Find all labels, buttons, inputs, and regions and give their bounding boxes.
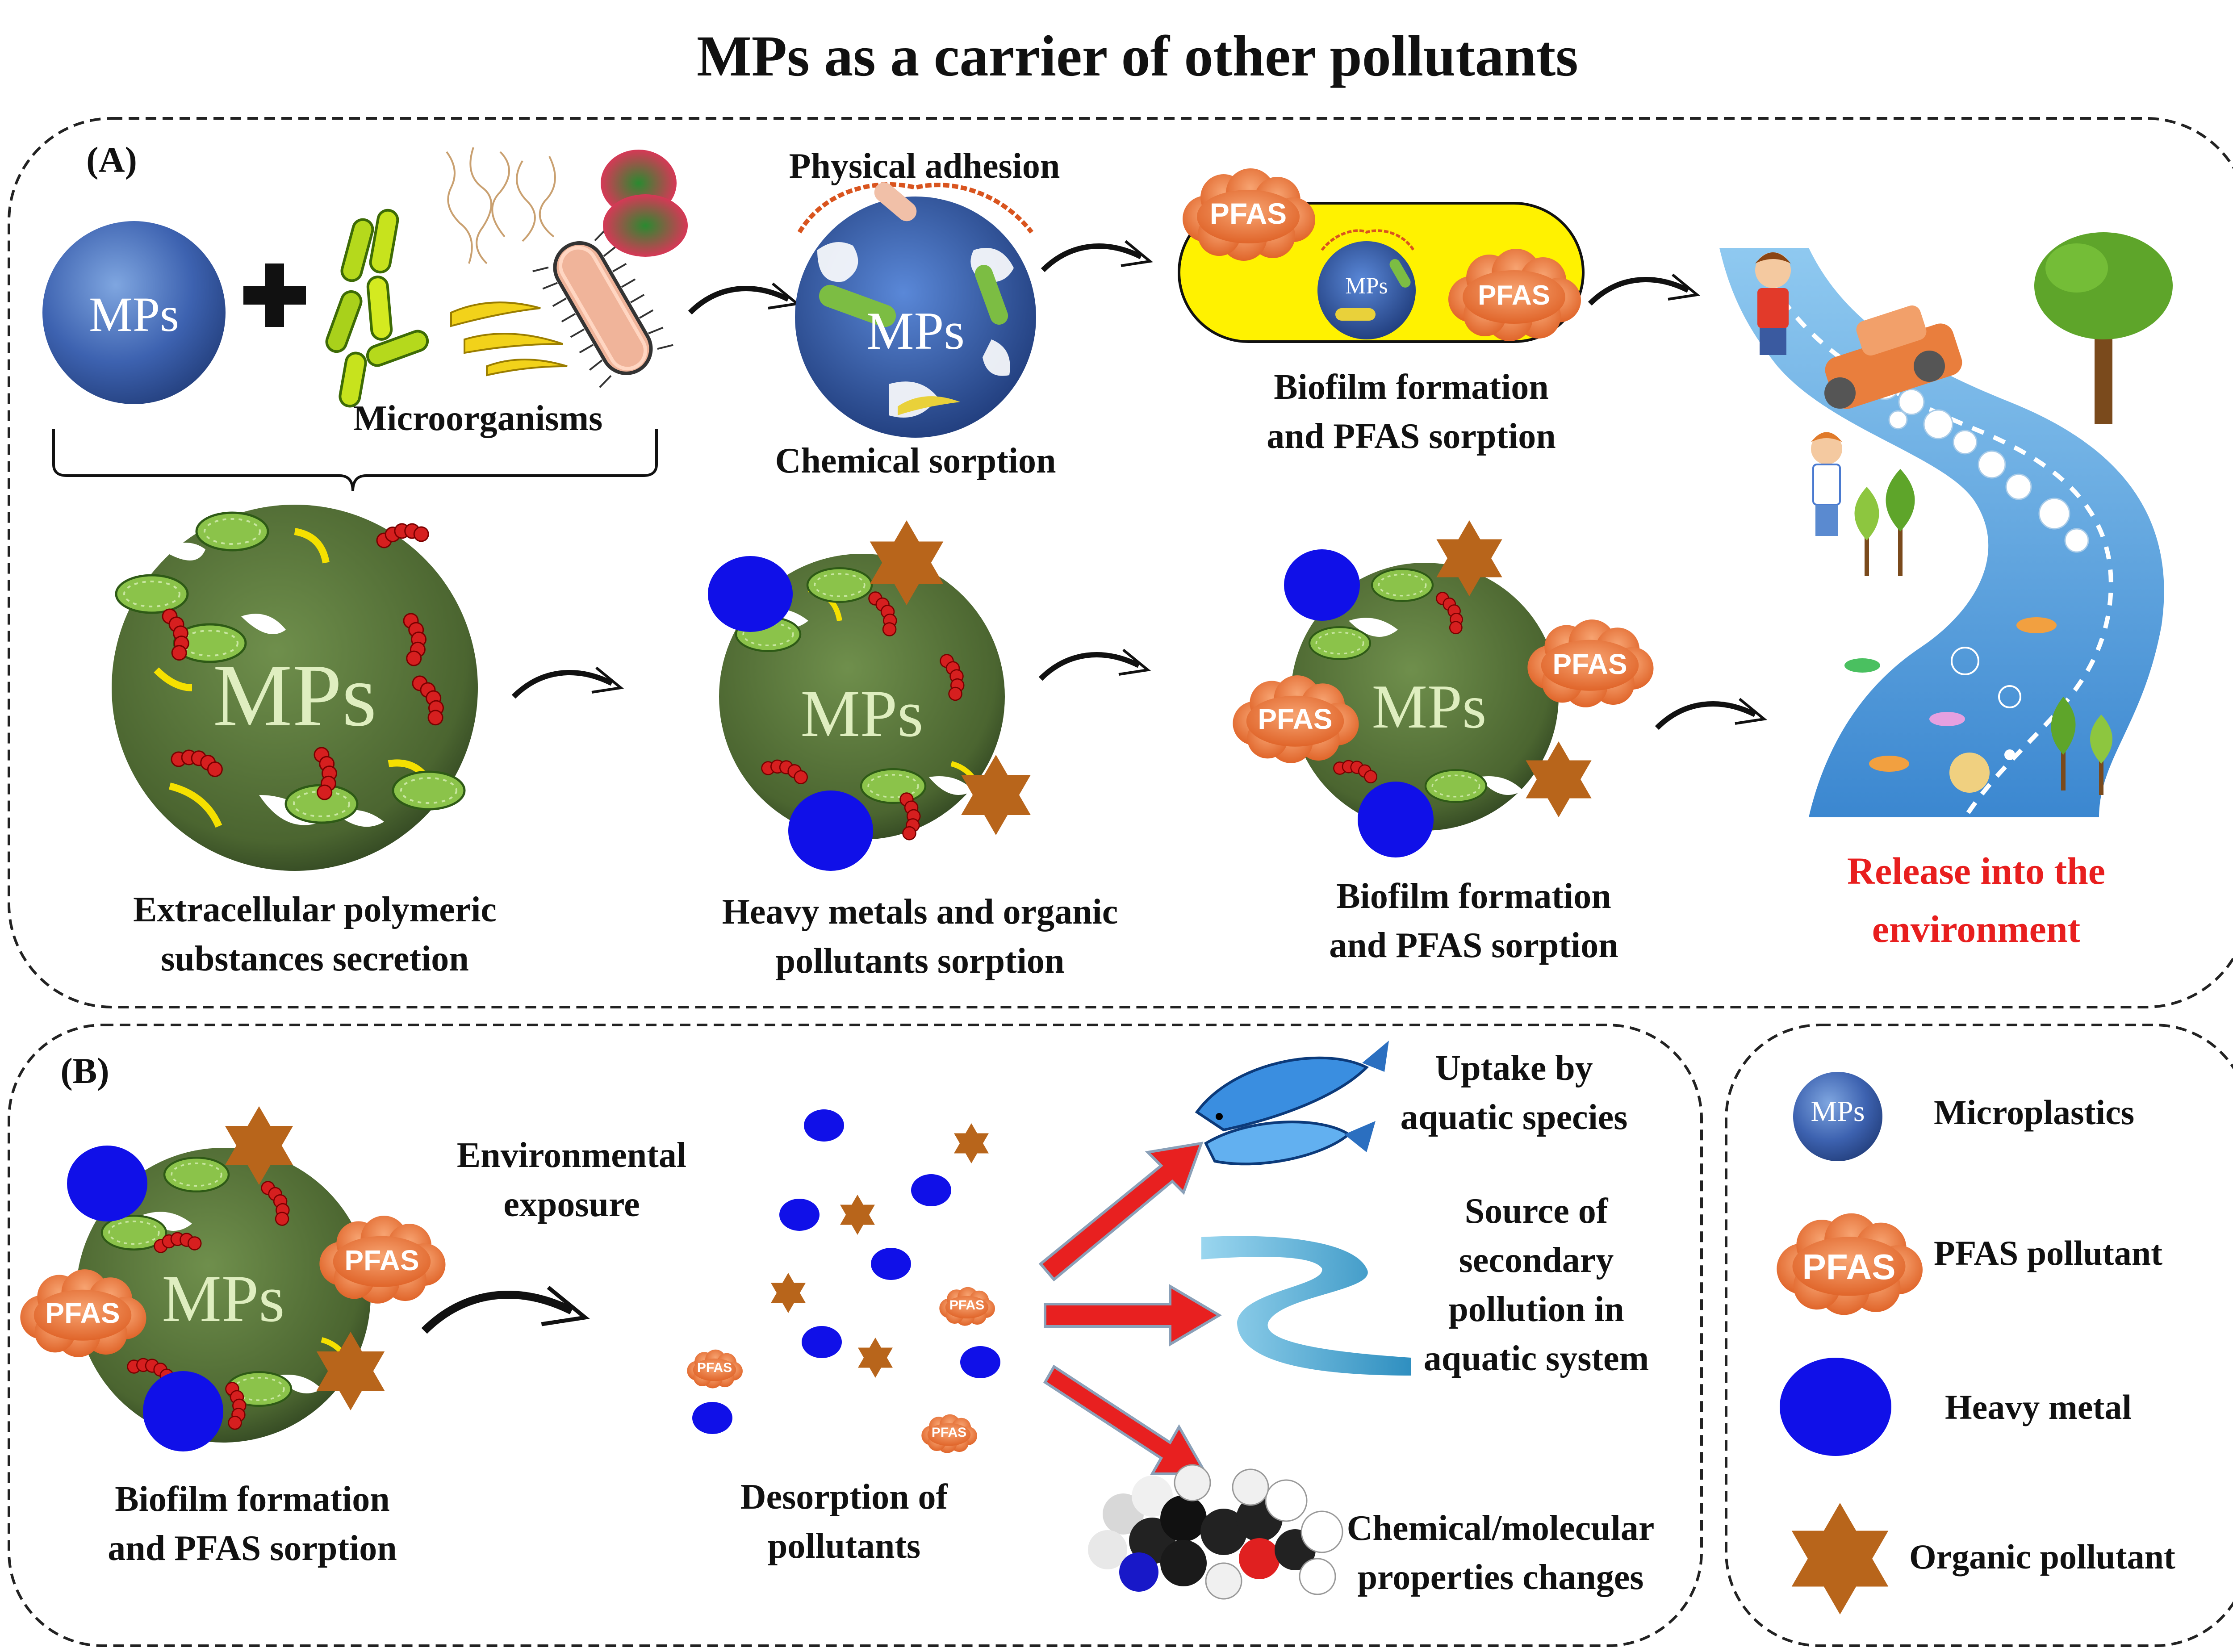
mps-label-eps: MPs [213, 646, 377, 745]
mps-label-biofilm-mid: MPs [1372, 672, 1487, 741]
yellow-bacteria-icon [450, 301, 568, 376]
panel-b-frame [8, 1024, 1703, 1647]
source-label-3: pollution in [1448, 1290, 1624, 1329]
arrow-to-biofilm-mid [1041, 650, 1148, 679]
mps-globe-with-microbes [795, 182, 1036, 438]
figure-title: MPs as a carrier of other pollutants [697, 24, 1578, 88]
pfas-label-small-1: PFAS [949, 1298, 985, 1313]
river-landscape-illustration [1719, 232, 2173, 819]
heavy-metal-icon [67, 1146, 147, 1221]
pfas-label-capsule-right: PFAS [1478, 280, 1550, 311]
release-label-1: Release into the [1847, 849, 2105, 892]
mps-sphere-eps [112, 505, 478, 871]
eps-label-1: Extracellular polymeric [133, 890, 497, 929]
chemical-sorption-label: Chemical sorption [775, 441, 1056, 481]
source-label-4: aquatic system [1423, 1339, 1649, 1378]
heavy-label-2: pollutants sorption [775, 941, 1065, 981]
biofilm-b-label-2: and PFAS sorption [108, 1529, 397, 1568]
legend-mps-icon [1793, 1072, 1882, 1161]
release-label-2: environment [1872, 908, 2081, 950]
env-exposure-label-1: Environmental [456, 1136, 687, 1175]
plus-icon [243, 263, 306, 327]
pfas-label-mid-left: PFAS [1258, 703, 1333, 735]
source-label-1: Source of [1464, 1192, 1608, 1231]
legend-heavy-metal-label: Heavy metal [1945, 1388, 2132, 1426]
biofilm-mid-label-1: Biofilm formation [1336, 877, 1611, 916]
mps-label-heavy: MPs [800, 677, 924, 751]
pfas-label-capsule-left: PFAS [1209, 197, 1287, 230]
legend-heavy-metal-icon [1780, 1358, 1891, 1456]
mps-label-panel-b: MPs [162, 1262, 285, 1336]
chem-label-2: properties changes [1357, 1558, 1644, 1597]
water-wave-icon [1201, 1236, 1411, 1376]
biofilm-mid-label-2: and PFAS sorption [1329, 926, 1618, 965]
molecule-icon [1088, 1464, 1343, 1600]
brace-bracket [52, 429, 658, 492]
pfas-label-mid-right: PFAS [1552, 648, 1627, 680]
mps-label-start: MPs [89, 287, 179, 342]
desorbed-pollutants [687, 1109, 1000, 1453]
chem-label-1: Chemical/molecular [1346, 1509, 1655, 1548]
mps-sphere-start [42, 221, 226, 404]
heavy-metal-icon [143, 1371, 223, 1451]
legend-microplastics-label: Microplastics [1934, 1093, 2135, 1132]
round-microbes-icon [601, 150, 688, 257]
heavy-metal-icon [708, 556, 793, 632]
panel-a-frame [8, 117, 2233, 1008]
desorption-label-2: pollutants [767, 1527, 921, 1566]
rod-bacteria-icon [325, 209, 429, 408]
arrow-to-desorption [424, 1288, 585, 1331]
uptake-label-1: Uptake by [1435, 1049, 1593, 1088]
red-arrow-chem [1043, 1364, 1208, 1475]
mps-label-capsule: MPs [1345, 273, 1388, 299]
red-arrow-uptake [1038, 1142, 1204, 1282]
heavy-metal-icon [788, 790, 873, 871]
legend-organic-label: Organic pollutant [1909, 1537, 2175, 1576]
arrow-to-heavy-metals [514, 668, 621, 697]
arrow-to-environment-top [1590, 275, 1697, 304]
arrow-to-biofilm-capsule [1043, 241, 1150, 270]
pfas-label-small-3: PFAS [931, 1425, 967, 1440]
pfas-label-b-right: PFAS [344, 1244, 419, 1276]
heavy-label-1: Heavy metals and organic [722, 892, 1118, 932]
heavy-metal-icon [1284, 549, 1360, 621]
panel-b-label: (B) [60, 1050, 109, 1091]
legend-pfas-text: PFAS [1802, 1247, 1896, 1287]
uptake-label-2: aquatic species [1400, 1098, 1628, 1137]
mps-label-globe: MPs [866, 301, 965, 360]
ciliated-bacterium-icon [532, 228, 673, 388]
pfas-label-b-left: PFAS [45, 1297, 120, 1329]
red-arrow-source [1044, 1284, 1222, 1347]
biofilm-b-label-1: Biofilm formation [115, 1480, 390, 1519]
heavy-metal-icon [1358, 782, 1434, 857]
source-label-2: secondary [1459, 1241, 1614, 1280]
arrow-to-globe [690, 284, 797, 313]
physical-adhesion-label: Physical adhesion [789, 146, 1060, 186]
eps-label-2: substances secretion [161, 939, 469, 979]
biofilm-top-label-2: and PFAS sorption [1267, 417, 1556, 456]
biofilm-top-label-1: Biofilm formation [1274, 368, 1549, 407]
desorption-label-1: Desorption of [740, 1477, 948, 1517]
filaments-icon [446, 147, 556, 264]
panel-a-label: (A) [86, 139, 137, 180]
legend-organic-pollutant-icon [1791, 1503, 1889, 1614]
fish-icon [1195, 1041, 1389, 1166]
legend-pfas-label: PFAS pollutant [1934, 1234, 2163, 1272]
legend-mps-text: MPs [1811, 1095, 1865, 1128]
env-exposure-label-2: exposure [503, 1185, 640, 1224]
arrow-to-environment-bottom [1657, 699, 1764, 728]
legend-frame [1725, 1024, 2233, 1647]
pfas-label-small-2: PFAS [697, 1360, 732, 1375]
microorganisms-label: Microorganisms [353, 399, 603, 438]
